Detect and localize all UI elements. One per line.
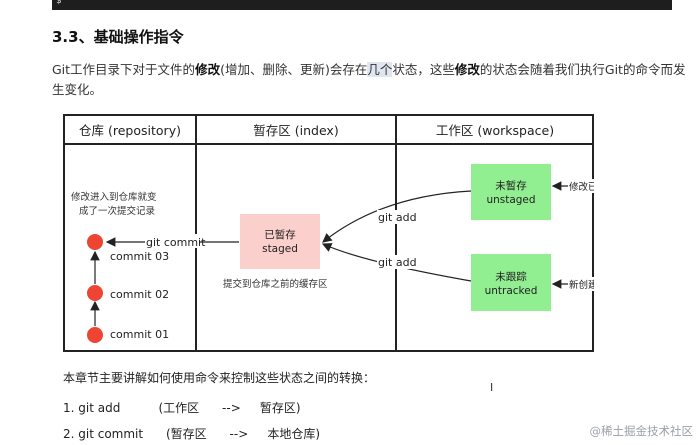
- new-file-label: 新创建一个文件: [569, 279, 594, 291]
- untracked-box: [471, 254, 551, 311]
- git-commit-label-bg: [145, 234, 199, 248]
- git-add-label-1-bg: [377, 210, 417, 224]
- intro-text-3: 状态，这些: [392, 62, 455, 77]
- repo-note-line-1: 修改进入到仓库就变: [71, 191, 157, 203]
- terminal-strip: $: [52, 0, 672, 10]
- header-workspace: 工作区 (workspace): [436, 123, 554, 138]
- staged-box: [240, 214, 320, 269]
- git-add-label-1: git add: [378, 211, 417, 224]
- staged-label-en: staged: [262, 243, 298, 255]
- git-add-label-2: git add: [378, 256, 417, 269]
- untracked-label-en: untracked: [485, 285, 538, 297]
- untracked-label-cn: 未跟踪: [495, 270, 527, 283]
- staged-label-cn: 已暂存: [264, 228, 296, 241]
- intro-bold-modify-1: 修改: [195, 62, 221, 77]
- header-repository: 仓库 (repository): [79, 123, 181, 138]
- modify-file-label-bg: [568, 179, 594, 193]
- unstaged-label-en: unstaged: [486, 194, 535, 206]
- staged-caption: 提交到仓库之前的缓存区: [223, 278, 328, 290]
- git-add-arrow-upper: [322, 190, 472, 243]
- commit-01-label: commit 01: [110, 328, 169, 341]
- commit-02-label: commit 02: [110, 288, 169, 301]
- summary-text: 本章节主要讲解如何使用命令来控制这些状态之间的转换：: [63, 371, 376, 385]
- intro-text-2: (增加、删除、更新)会存在: [220, 62, 368, 77]
- watermark: @稀土掘金技术社区: [589, 424, 694, 438]
- repo-note-line-2: 成了一次提交记录: [79, 205, 156, 217]
- command-item-git-commit: 2. git commit (暂存区 --> 本地仓库): [63, 427, 321, 441]
- header-index: 暂存区 (index): [253, 123, 338, 138]
- terminal-prompt: $: [56, 0, 62, 6]
- commit-01-dot: [87, 327, 103, 343]
- commit-03-label: commit 03: [110, 250, 169, 263]
- unstaged-label-cn: 未暂存: [495, 179, 527, 192]
- modify-file-label: 修改已有文件: [569, 181, 594, 193]
- intro-highlight: 几个: [367, 62, 393, 77]
- commit-03-dot: [87, 234, 103, 250]
- intro-text-4: 的状态会随着我们执行Git的命令而发生变化。: [52, 62, 686, 97]
- git-state-diagram: 仓库 (repository) 暂存区 (index) 工作区 (workspa…: [63, 114, 594, 352]
- section-title: 3.3、基础操作指令: [52, 28, 184, 46]
- text-cursor-icon: I: [490, 381, 494, 394]
- new-file-label-bg: [568, 277, 594, 291]
- intro-bold-modify-2: 修改: [454, 62, 480, 77]
- intro-paragraph: Git工作目录下对于文件的修改(增加、删除、更新)会存在几个状态，这些修改的状态…: [52, 60, 692, 100]
- command-item-git-add: 1. git add (工作区 --> 暂存区): [63, 401, 301, 415]
- diagram-frame: [63, 114, 594, 352]
- git-add-label-2-bg: [377, 255, 417, 269]
- intro-text-1: Git工作目录下对于文件的: [52, 62, 196, 77]
- git-commit-label: git commit: [146, 236, 206, 249]
- commit-02-dot: [87, 285, 103, 301]
- unstaged-box: [471, 164, 551, 220]
